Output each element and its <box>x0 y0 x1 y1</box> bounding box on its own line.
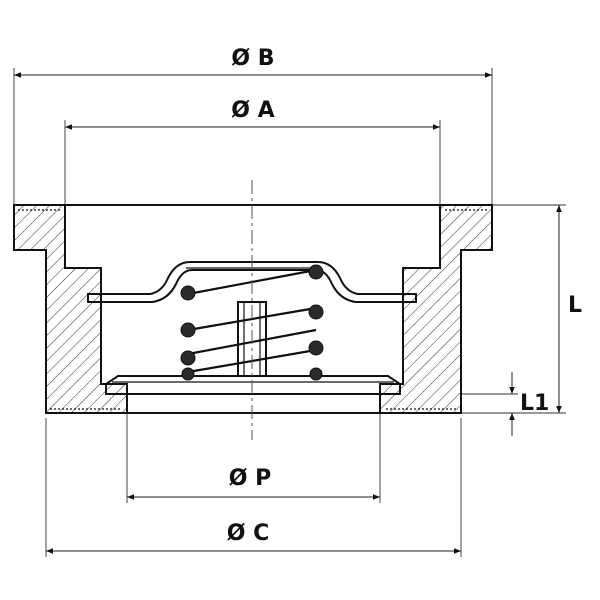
right-body-wall <box>379 204 493 414</box>
dimension-dia-p: Ø P <box>126 395 381 503</box>
valve-disc <box>105 375 401 414</box>
dimension-dia-a: Ø A <box>64 98 441 205</box>
dimension-dia-c: Ø C <box>45 418 462 557</box>
dia-a-label: Ø A <box>231 98 274 123</box>
dia-b-label: Ø B <box>231 46 274 71</box>
length-label: L <box>568 293 582 318</box>
left-body-wall <box>13 204 128 414</box>
dia-p-label: Ø P <box>229 466 272 491</box>
length-1-label: L1 <box>520 391 549 416</box>
dimension-dia-b: Ø B <box>13 46 493 205</box>
dia-c-label: Ø C <box>227 521 270 546</box>
